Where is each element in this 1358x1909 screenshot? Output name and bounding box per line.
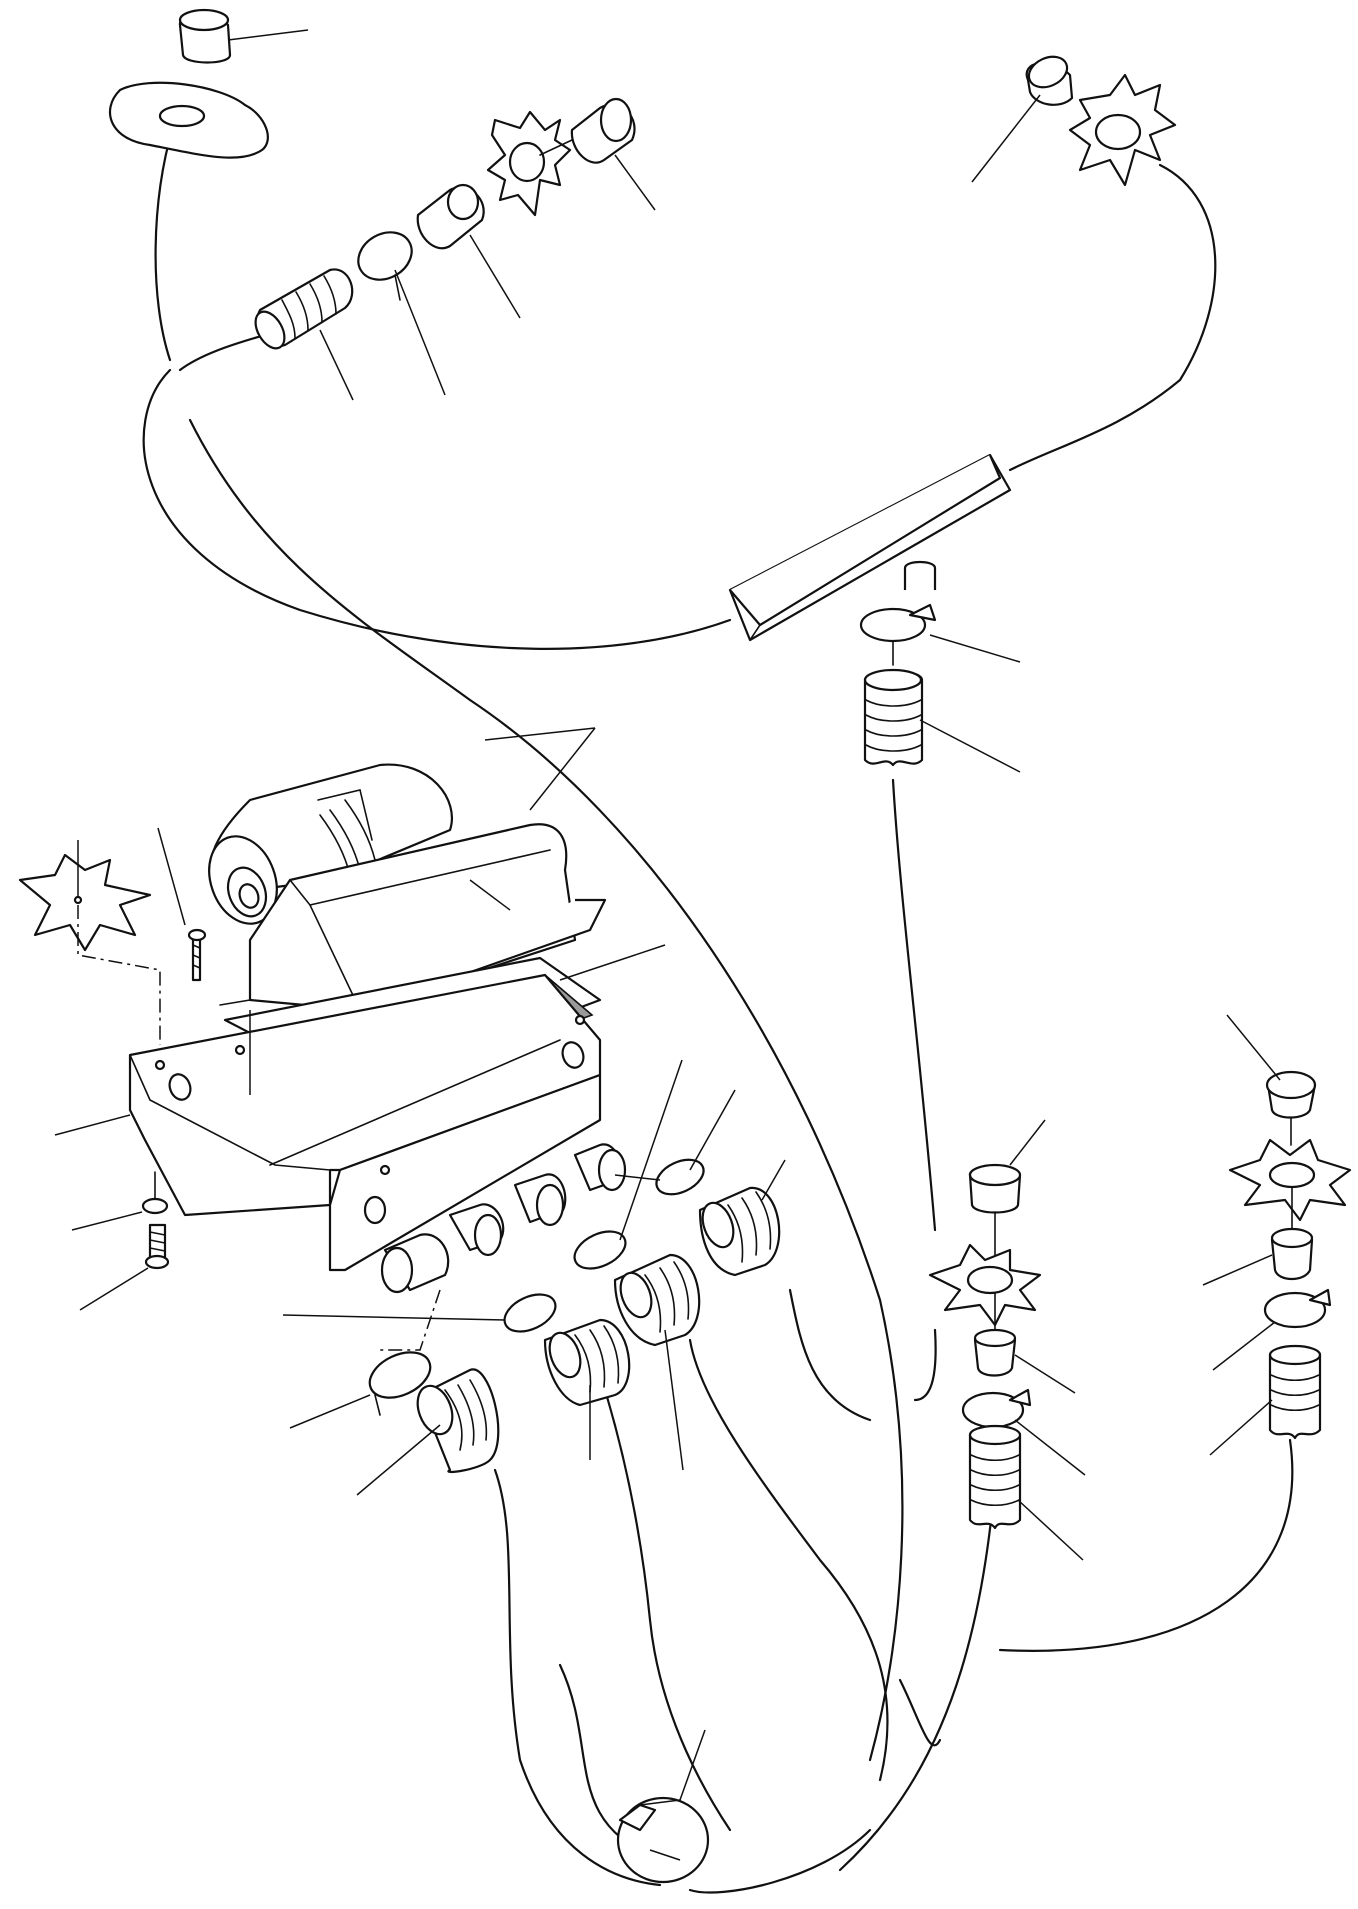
lower-hoses-clamps xyxy=(282,1059,786,1496)
heater-box xyxy=(54,973,602,1272)
far-right-vent-chain xyxy=(1202,1014,1352,1456)
bottom-large-clamp xyxy=(616,1729,710,1884)
defroster-duct xyxy=(728,453,1012,642)
top-center-vent-chain xyxy=(254,97,656,401)
box-outlets xyxy=(380,1143,627,1294)
left-mounting-hardware xyxy=(18,827,251,1311)
top-right-vent-assembly xyxy=(971,55,1177,187)
right-center-vent-chain xyxy=(928,1119,1086,1561)
top-left-vent-assembly xyxy=(108,8,309,159)
center-clamp-hose xyxy=(859,603,1021,773)
